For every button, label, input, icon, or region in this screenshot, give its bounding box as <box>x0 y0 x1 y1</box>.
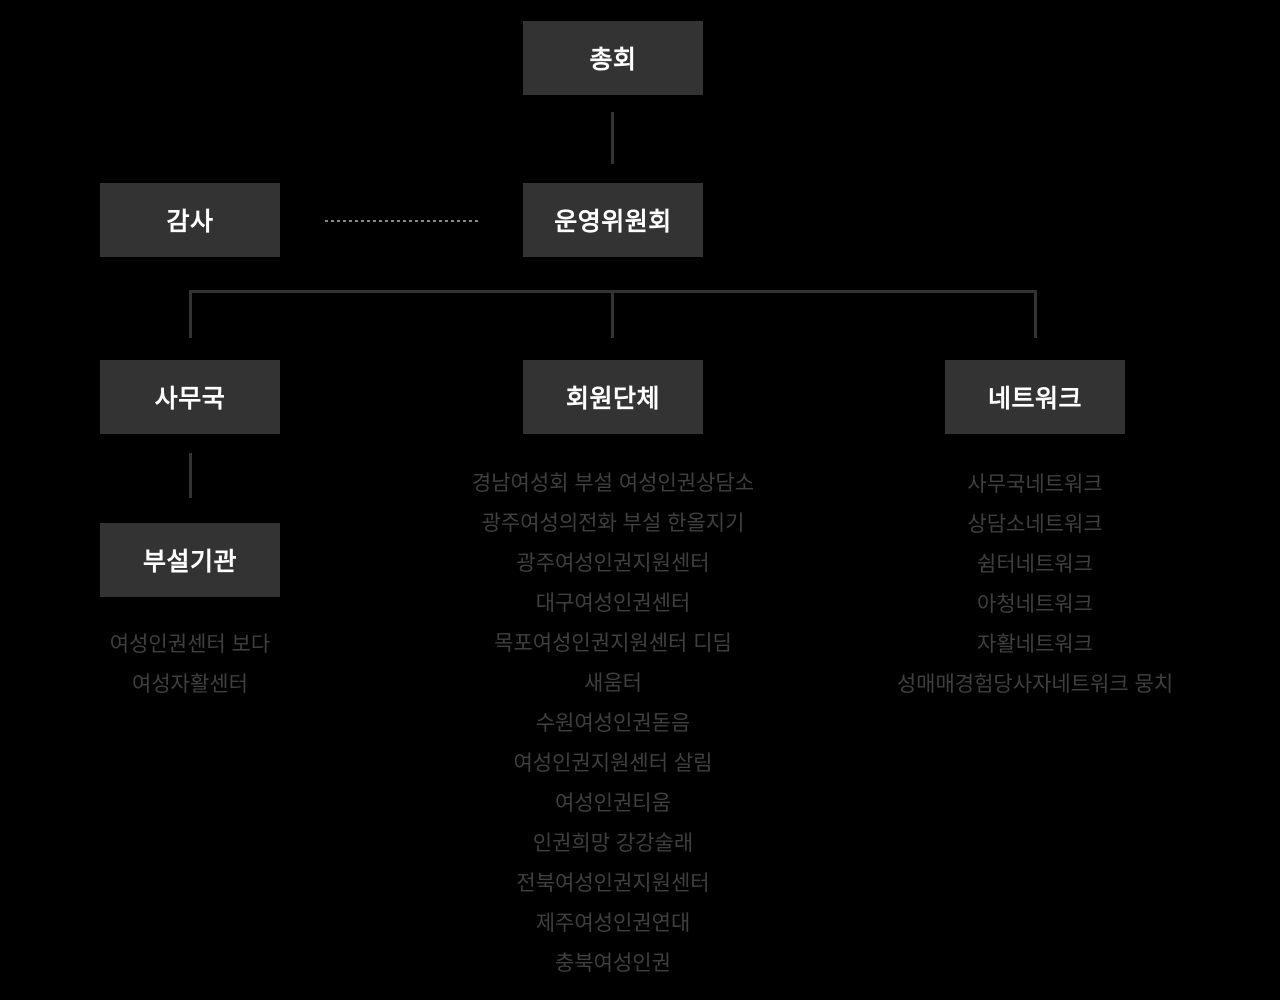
connector-branch-right-stub <box>1034 292 1037 338</box>
list-item: 광주여성인권지원센터 <box>516 552 710 575</box>
node-audit: 감사 <box>100 183 280 257</box>
list-item: 새움터 <box>584 672 642 695</box>
node-member-orgs-label: 회원단체 <box>565 385 660 413</box>
list-item: 광주여성의전화 부설 한올지기 <box>481 512 745 535</box>
node-audit-label: 감사 <box>166 208 214 236</box>
list-item: 여성자활센터 <box>132 673 248 696</box>
list-item: 자활네트워크 <box>977 633 1093 656</box>
list-item: 경남여성회 부설 여성인권상담소 <box>471 472 755 495</box>
connector-branch-left-stub <box>189 292 192 338</box>
node-general-assembly-label: 총회 <box>589 46 637 74</box>
node-general-assembly: 총회 <box>523 21 703 95</box>
list-item: 인권희망 강강술래 <box>532 832 694 855</box>
list-item: 여성인권센터 보다 <box>109 633 271 656</box>
list-item: 아청네트워크 <box>977 593 1093 616</box>
node-network: 네트워크 <box>945 360 1125 434</box>
connector-secretariat-to-affiliates <box>189 453 192 498</box>
node-affiliates-label: 부설기관 <box>142 548 237 576</box>
connector-branch-middle-stub <box>611 292 614 338</box>
node-network-label: 네트워크 <box>987 385 1082 413</box>
node-affiliates: 부설기관 <box>100 523 280 597</box>
node-member-orgs: 회원단체 <box>523 360 703 434</box>
list-item: 여성인권티움 <box>555 792 671 815</box>
list-item: 충북여성인권 <box>555 952 671 975</box>
list-item: 제주여성인권연대 <box>535 912 691 935</box>
connector-assembly-to-steering <box>611 112 614 164</box>
connector-branch-horizontal <box>189 290 1037 293</box>
node-steering-committee: 운영위원회 <box>523 183 703 257</box>
node-secretariat-label: 사무국 <box>154 385 226 413</box>
list-item: 쉼터네트워크 <box>977 553 1093 576</box>
list-item: 전북여성인권지원센터 <box>516 872 710 895</box>
list-item: 대구여성인권센터 <box>535 592 691 615</box>
list-item: 성매매경험당사자네트워크 뭉치 <box>896 673 1174 696</box>
list-item: 목포여성인권지원센터 디딤 <box>494 632 732 655</box>
list-item: 상담소네트워크 <box>967 513 1103 536</box>
connector-audit-to-steering-dotted <box>325 220 480 222</box>
list-item: 여성인권지원센터 살림 <box>513 752 713 775</box>
node-secretariat: 사무국 <box>100 360 280 434</box>
list-item: 수원여성인권돋음 <box>535 712 691 735</box>
node-steering-committee-label: 운영위원회 <box>554 208 672 236</box>
list-item: 사무국네트워크 <box>967 473 1103 496</box>
